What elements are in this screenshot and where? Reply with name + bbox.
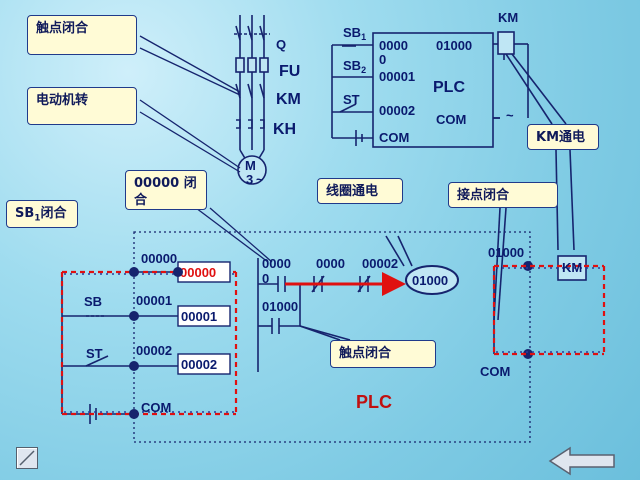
callout-coil-energized: 线圈通电 xyxy=(317,178,403,204)
com-label-right: COM xyxy=(480,364,510,379)
fu-label: FU xyxy=(279,63,300,80)
ladder-0: 0 xyxy=(262,271,269,286)
q-label: Q xyxy=(276,37,286,52)
callout-contact-closed: 触点闭合 xyxy=(27,15,137,55)
plc-sb2-label: SB2 xyxy=(343,58,366,75)
callout-sb1-closed: SB1闭合 xyxy=(6,200,78,228)
ladder-logic xyxy=(257,207,507,372)
callout-pointers-top xyxy=(139,35,273,263)
com-label-left: COM xyxy=(141,400,171,415)
square-nav-icon[interactable] xyxy=(16,447,38,469)
plc-com-left-label: COM xyxy=(379,130,409,145)
back-arrow-button[interactable] xyxy=(548,446,616,476)
addr-00001: 00001 xyxy=(136,293,172,308)
ladder-0000: 0000 xyxy=(262,256,291,271)
addr-00002: 00002 xyxy=(136,343,172,358)
active-output-loop xyxy=(492,264,606,356)
km-label: KM xyxy=(276,91,301,108)
callout-contact-closed-bottom: 触点闭合 xyxy=(330,340,436,368)
input-box-00001: 00001 xyxy=(181,309,217,324)
callout-motor-running: 电动机转 xyxy=(27,87,137,125)
ladder-01000: 01000 xyxy=(262,299,298,314)
st-label: ST xyxy=(86,346,103,361)
out-01000-label: 01000 xyxy=(488,245,524,260)
callout-km-energized: KM通电 xyxy=(527,124,599,150)
input-box-00000: 00000 xyxy=(180,265,216,280)
input-box-00002: 00002 xyxy=(181,357,217,372)
active-input-loop-blue xyxy=(64,273,234,413)
callout-contact-closed-right: 接点闭合 xyxy=(448,182,558,208)
km-box-label: KM xyxy=(562,260,582,275)
plc-tilde-label: ~ xyxy=(506,108,514,123)
plc-block xyxy=(331,31,575,251)
motor-3-label: 3 xyxy=(246,172,253,187)
plc-title: PLC xyxy=(433,79,465,96)
ladder-0000b: 0000 xyxy=(316,256,345,271)
callout-00000-closed: 00000 闭合 xyxy=(125,170,207,210)
plc-in0-line2: 0 xyxy=(379,52,386,67)
addr-00000: 00000 xyxy=(141,251,177,266)
kh-label: KH xyxy=(273,121,296,138)
junction-dots xyxy=(129,261,533,419)
plc-com-right-label: COM xyxy=(436,112,466,127)
plc-in1-label: 00001 xyxy=(379,69,415,84)
plc-bottom-label: PLC xyxy=(356,392,392,412)
input-boxes xyxy=(177,261,231,375)
plc-in0-line1: 0000 xyxy=(379,38,408,53)
plc-in2-label: 00002 xyxy=(379,103,415,118)
ladder-00002: 00002 xyxy=(362,256,398,271)
motor-m-label: M xyxy=(245,158,256,173)
motor-tilde-label: ~ xyxy=(256,172,264,187)
plc-sb1-label: SB1 xyxy=(343,25,366,42)
left-arrow-icon xyxy=(548,446,615,476)
plc-km-label: KM xyxy=(498,10,518,25)
square-nav-glyph xyxy=(19,450,35,466)
coil-01000-label: 01000 xyxy=(412,273,448,288)
plc-dotted-frame xyxy=(133,231,531,443)
plc-out0-label: 01000 xyxy=(436,38,472,53)
sb-label: SB xyxy=(84,294,102,309)
coil-01000 xyxy=(405,265,459,295)
plc-st-label: ST xyxy=(343,92,360,107)
